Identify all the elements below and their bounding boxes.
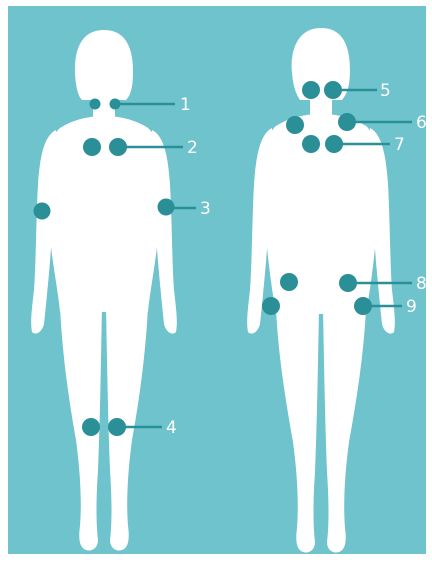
callout-number-8: 8: [416, 274, 427, 294]
marker-9-left: [262, 297, 280, 315]
marker-7-right: [325, 135, 343, 153]
marker-6-left: [286, 116, 304, 134]
marker-1-right: [110, 99, 121, 110]
callout-number-9: 9: [406, 297, 417, 317]
callout-number-5: 5: [380, 81, 391, 101]
marker-5-left: [302, 81, 320, 99]
marker-7-left: [302, 135, 320, 153]
callout-number-6: 6: [416, 113, 427, 133]
marker-3-left: [34, 203, 51, 220]
callout-number-7: 7: [394, 135, 405, 155]
marker-4-right: [108, 418, 126, 436]
marker-2-right: [109, 138, 127, 156]
marker-2-left: [83, 138, 101, 156]
marker-1-left: [90, 99, 101, 110]
marker-3-right: [158, 199, 175, 216]
callout-number-3: 3: [200, 199, 211, 219]
callout-number-1: 1: [180, 95, 191, 115]
marker-9-right: [354, 297, 372, 315]
callout-number-4: 4: [166, 418, 177, 438]
marker-8-left: [280, 273, 298, 291]
marker-6-right: [338, 113, 356, 131]
callout-number-2: 2: [187, 138, 198, 158]
marker-8-right: [339, 274, 357, 292]
marker-4-left: [82, 418, 100, 436]
marker-5-right: [324, 81, 342, 99]
